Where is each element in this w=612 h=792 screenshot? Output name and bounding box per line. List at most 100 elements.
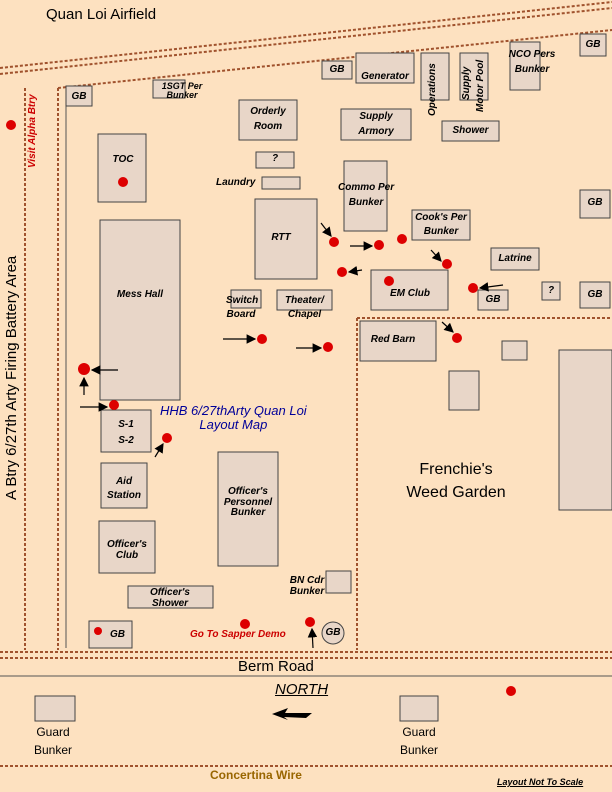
generator-label: Generator [361,71,409,82]
question-building [255,151,295,169]
s2-label: S-2 [118,435,134,446]
marker-s1 [109,400,119,410]
marker-aid [162,433,172,443]
officers-shower-label-1: Officer's [150,587,190,598]
officers-bunker-building [217,451,279,567]
visit-alpha-link[interactable]: Visit Alpha Btry [27,94,38,168]
generator-building [355,52,415,84]
marker-gb [468,283,478,293]
em-club-label: EM Club [390,288,430,299]
toc-label: TOC [112,154,134,165]
nco-label-2: Bunker [514,63,550,75]
supply-motor-label: Supply [461,66,472,100]
scale-note: Layout Not To Scale [497,777,584,787]
officers-club-building [98,520,156,574]
guard-bunker-right [399,695,439,722]
gb-label-8: GB [325,627,341,638]
buildings [34,33,612,722]
bn-cdr-label-2: Bunker [289,585,325,597]
arrows [79,222,504,649]
marker-visit-alpha [6,120,16,130]
gb-label-2: GB [329,64,345,75]
gb-right-upper [579,189,611,219]
marker-bn-cdr [305,617,315,627]
gb-label-1: GB [71,91,87,102]
red-barn-building [359,320,437,362]
bn-cdr-bunker-building [325,570,352,594]
question-label: ? [271,153,279,164]
shower-building [441,120,500,142]
theater-label: Theater/Chapel [277,295,332,320]
aid-label-2: Station [107,489,141,501]
rtt-building [254,198,318,280]
berm-road-label: Berm Road [238,658,314,675]
gb-label-4: GB [587,197,603,208]
small-building-2 [448,370,480,411]
red-markers[interactable] [6,120,516,696]
aid-label-1: Aid [115,476,133,487]
marker-mess-hall [78,363,90,375]
guard-left-1: Guard [36,725,70,739]
garden-label: Frenchie's Weed Garden [396,461,516,502]
marker-latrine [442,259,452,269]
map-title: HHB 6/27thArty Quan Loi Layout Map [160,404,307,431]
gb-label-6: GB [485,294,501,305]
concertina-label: Concertina Wire [210,768,302,782]
orderly-room [238,99,298,141]
gb-label-5: GB [587,289,603,300]
gb-top-right [579,33,607,57]
gb-right-mid [579,281,611,309]
commo-bunker-building [343,160,388,232]
first-sgt-label-2: Bunker [166,90,198,101]
s1-s2-building [100,409,152,453]
marker-em-2 [384,276,394,286]
red-barn-label: Red Barn [370,334,416,345]
sapper-demo-link[interactable]: Go To Sapper Demo [190,629,286,640]
left-area-label: A Btry 6/27th Arty Firing Battery Area [3,255,20,500]
cooks-label-1: Cook's Per [415,212,467,223]
officers-bunker-label-3: Bunker [230,507,266,518]
gb-label-7: GB [110,629,125,640]
orderly-label-2: Room [253,120,283,132]
gb-top-left [65,85,93,107]
laundry-building [261,176,301,190]
theater-label-2: Chapel [287,308,322,320]
gb-bottom-left [88,620,133,649]
first-sgt-label-1: 1SGT Per [161,81,203,91]
theater-label-1: Theater/ [285,295,324,306]
gb-round-building [321,621,345,645]
question-label-2: ? [547,285,555,296]
switch-board-building [230,289,262,309]
commo-label-1: Commo Per [338,182,395,193]
nco-label-1: NCO Pers [508,49,556,60]
nco-bunker-building [509,41,541,91]
cooks-label-2: Bunker [423,225,459,237]
gb-label-3: GB [585,39,601,50]
supply-armory-label-1: Supply [359,111,393,122]
em-club-building [370,269,449,311]
garden-line1: Frenchie's [419,461,493,478]
question-building-2 [541,281,561,301]
s1-label: S-1 [118,419,134,430]
marker-em-1 [337,267,347,277]
guard-right-2: Bunker [399,742,439,757]
marker-cooks [397,234,407,244]
motor-pool-label: Motor Pool [475,59,486,112]
officers-club-label-1: Officer's [107,539,147,550]
officers-shower-label-2: Shower [151,597,189,609]
supply-armory-building [340,108,412,141]
marker-commo [374,240,384,250]
guard-right-1: Guard [402,725,436,739]
